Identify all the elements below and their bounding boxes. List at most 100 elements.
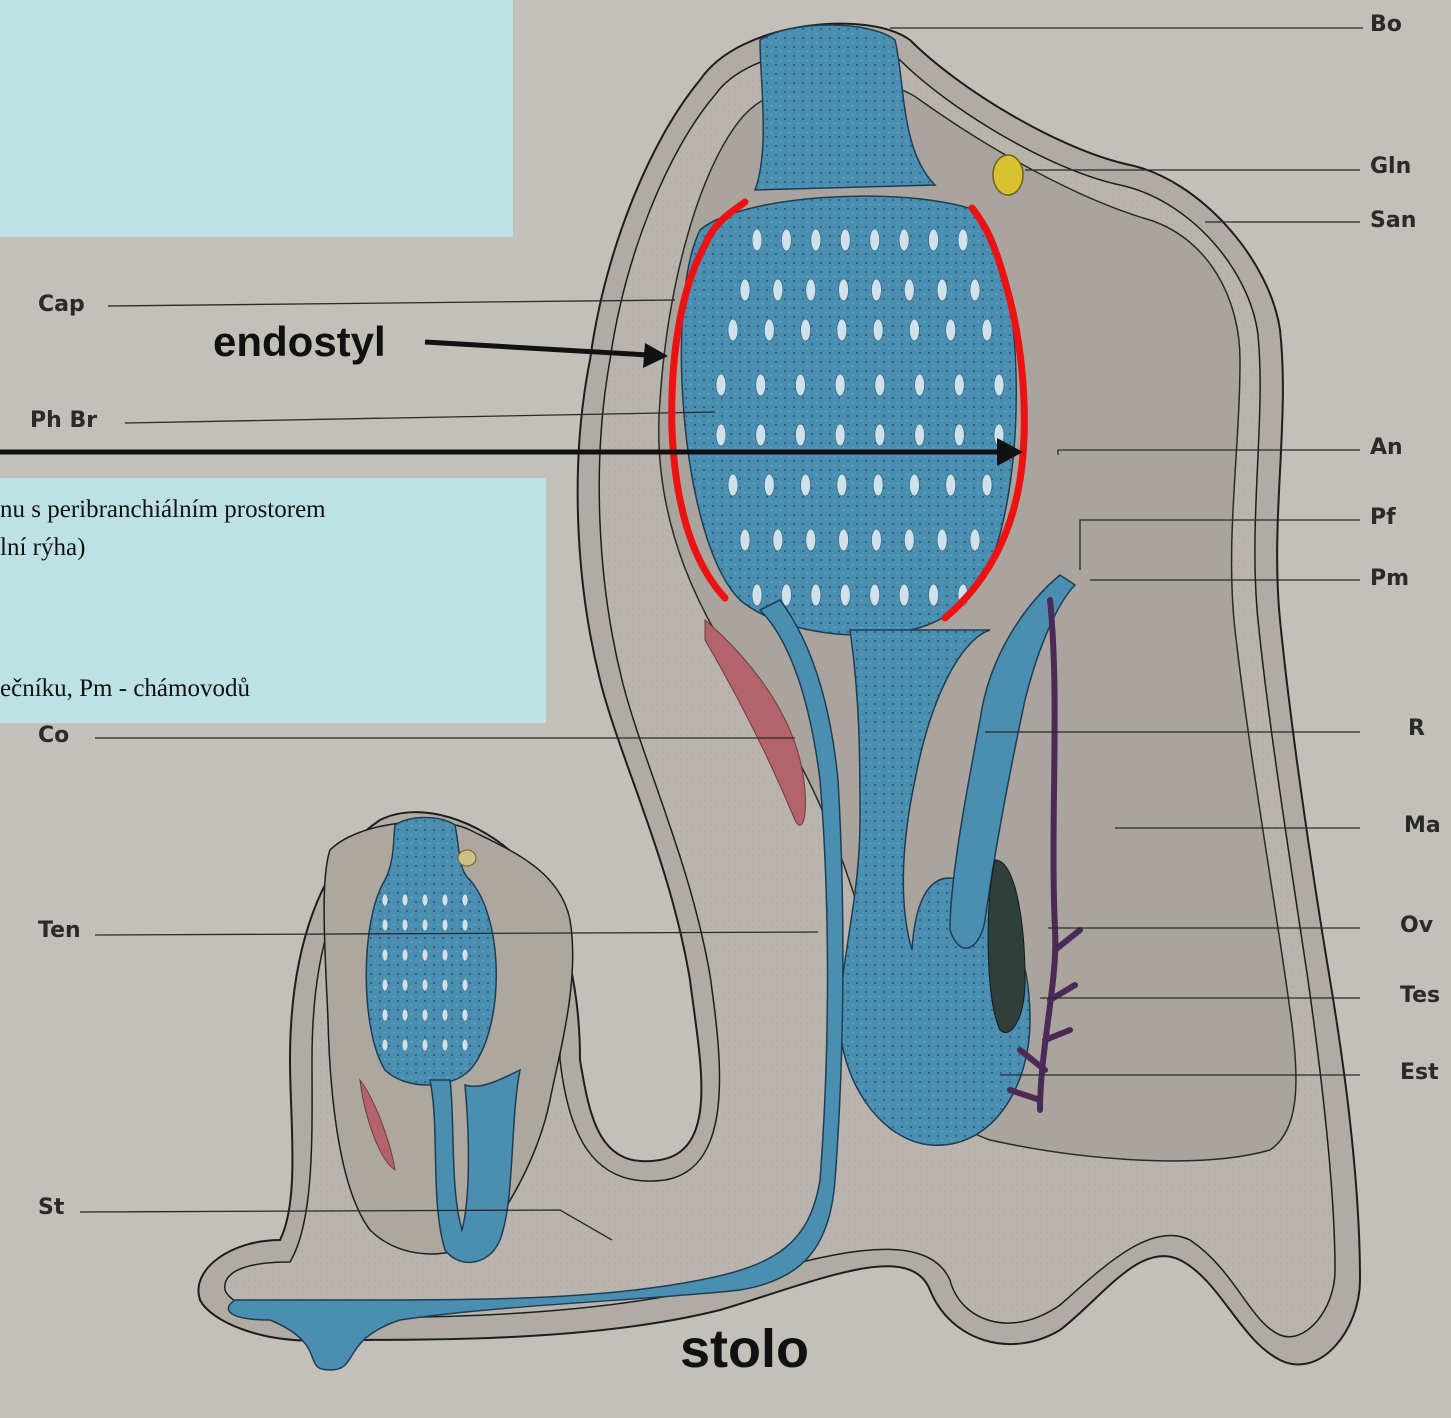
label-bo: Bo (1370, 12, 1402, 37)
small-stigma (422, 1039, 428, 1051)
stigma (946, 319, 956, 341)
stigma (752, 229, 762, 251)
stigma (982, 319, 992, 341)
stigma (875, 374, 885, 396)
label-gln: Gln (1370, 154, 1411, 179)
small-stigma (442, 1009, 448, 1021)
annotation-box-middle: nu s peribranchiálním prostorem lní rýha… (0, 478, 546, 723)
stigma (716, 374, 726, 396)
stigma (871, 529, 881, 551)
stigma (840, 584, 850, 606)
stigma (929, 229, 939, 251)
stigma (915, 374, 925, 396)
label-st: St (38, 1195, 64, 1220)
label-an: An (1370, 435, 1403, 460)
annotation-line-3: ečníku, Pm - chámovodů (0, 675, 250, 703)
stigma (795, 374, 805, 396)
stigma (870, 229, 880, 251)
stigma (773, 529, 783, 551)
label-cap: Cap (38, 292, 85, 317)
stigma (904, 279, 914, 301)
small-stigma (422, 1009, 428, 1021)
stigma (839, 279, 849, 301)
annotation-box-top (0, 0, 513, 237)
small-stigma (442, 979, 448, 991)
label-pm: Pm (1370, 566, 1409, 591)
small-stigma (462, 1039, 468, 1051)
stigma (837, 474, 847, 496)
small-stigma (442, 949, 448, 961)
stigma (740, 529, 750, 551)
stigma (909, 319, 919, 341)
stigma (958, 229, 968, 251)
stigma (873, 319, 883, 341)
stigma (870, 584, 880, 606)
stigma (764, 319, 774, 341)
annotation-line-1: nu s peribranchiálním prostorem (0, 496, 326, 524)
label-phbr: Ph Br (30, 408, 97, 433)
small-stigma (402, 1039, 408, 1051)
label-pf: Pf (1370, 505, 1396, 530)
small-stigma (462, 919, 468, 931)
stigma (937, 279, 947, 301)
stigma (873, 474, 883, 496)
stigma (970, 279, 980, 301)
stigma (839, 529, 849, 551)
small-stigma (462, 979, 468, 991)
stigma (806, 529, 816, 551)
stigma (781, 229, 791, 251)
stigma (909, 474, 919, 496)
annotation-line-2: lní rýha) (0, 534, 85, 562)
small-stigma (442, 1039, 448, 1051)
label-r: R (1408, 716, 1425, 741)
small-stigma (382, 919, 388, 931)
small-stigma (402, 1009, 408, 1021)
stigma (899, 229, 909, 251)
label-ma: Ma (1404, 813, 1441, 838)
small-stigma (442, 919, 448, 931)
stigma (716, 424, 726, 446)
stigma (795, 424, 805, 446)
stigma (806, 279, 816, 301)
stigma (840, 229, 850, 251)
label-ten: Ten (38, 918, 81, 943)
small-stigma (442, 894, 448, 906)
stigma (740, 279, 750, 301)
label-tes: Tes (1400, 983, 1440, 1008)
stigma (954, 424, 964, 446)
stigma (728, 474, 738, 496)
stigma (764, 474, 774, 496)
small-stigma (462, 1009, 468, 1021)
ganglion (993, 155, 1023, 195)
label-co: Co (38, 723, 69, 748)
stigma (937, 529, 947, 551)
small-stigma (382, 1039, 388, 1051)
stigma (811, 229, 821, 251)
small-stigma (402, 949, 408, 961)
stigma (871, 279, 881, 301)
small-stigma (402, 919, 408, 931)
stigma (801, 474, 811, 496)
small-stigma (422, 919, 428, 931)
stigma (929, 584, 939, 606)
small-stigma (402, 979, 408, 991)
stigma (756, 424, 766, 446)
small-stigma (462, 949, 468, 961)
stigma (946, 474, 956, 496)
small-stigma (422, 979, 428, 991)
stigma (954, 374, 964, 396)
stigma (773, 279, 783, 301)
small-stigma (402, 894, 408, 906)
stigma (811, 584, 821, 606)
label-ov: Ov (1400, 913, 1433, 938)
stigma (835, 424, 845, 446)
branchial-basket (681, 196, 1016, 635)
label-san: San (1370, 208, 1416, 233)
stigma (994, 374, 1004, 396)
small-zooid-ganglion (458, 850, 476, 866)
small-stigma (382, 949, 388, 961)
stigma (904, 529, 914, 551)
stolo-label: stolo (680, 1318, 809, 1380)
stigma (899, 584, 909, 606)
stigma (837, 319, 847, 341)
